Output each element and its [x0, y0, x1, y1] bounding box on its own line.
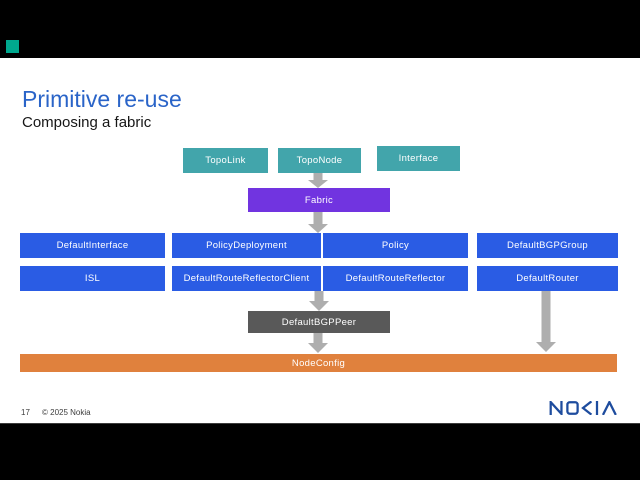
- page-number: 17: [21, 408, 30, 417]
- copyright-text: © 2025 Nokia: [42, 408, 91, 417]
- node-defaultbgpgroup: DefaultBGPGroup: [477, 233, 618, 258]
- node-defaultinterface: DefaultInterface: [20, 233, 165, 258]
- node-policy: Policy: [323, 233, 468, 258]
- arrow-defaultrouter-to-nodeconfig: [536, 291, 556, 352]
- stream-indicator-square: [6, 40, 19, 53]
- arrow-defaultbgppeer-to-nodeconfig: [308, 333, 328, 353]
- arrow-primitives-to-defaultbgppeer: [309, 291, 329, 311]
- arrow-toponode-to-fabric: [308, 173, 328, 188]
- arrow-fabric-to-primitives: [308, 212, 328, 233]
- node-defaultroutereflectorclient: DefaultRouteReflectorClient: [172, 266, 321, 291]
- slide-title: Primitive re-use: [22, 86, 182, 112]
- slide: Primitive re-use Composing a fabric Topo…: [0, 58, 640, 423]
- node-defaultroutereflector: DefaultRouteReflector: [323, 266, 468, 291]
- slide-subtitle: Composing a fabric: [22, 114, 152, 131]
- node-defaultbgppeer: DefaultBGPPeer: [248, 311, 390, 333]
- node-policydeployment: PolicyDeployment: [172, 233, 321, 258]
- node-topolink: TopoLink: [183, 148, 268, 173]
- nokia-logo-icon: [549, 401, 617, 415]
- node-isl: ISL: [20, 266, 165, 291]
- node-toponode: TopoNode: [278, 148, 361, 173]
- letterbox-bottom: [0, 423, 640, 480]
- node-fabric: Fabric: [248, 188, 390, 212]
- node-defaultrouter: DefaultRouter: [477, 266, 618, 291]
- node-nodeconfig: NodeConfig: [20, 354, 617, 372]
- slide-footer: 17 © 2025 Nokia: [0, 401, 640, 423]
- node-interface: Interface: [377, 146, 460, 171]
